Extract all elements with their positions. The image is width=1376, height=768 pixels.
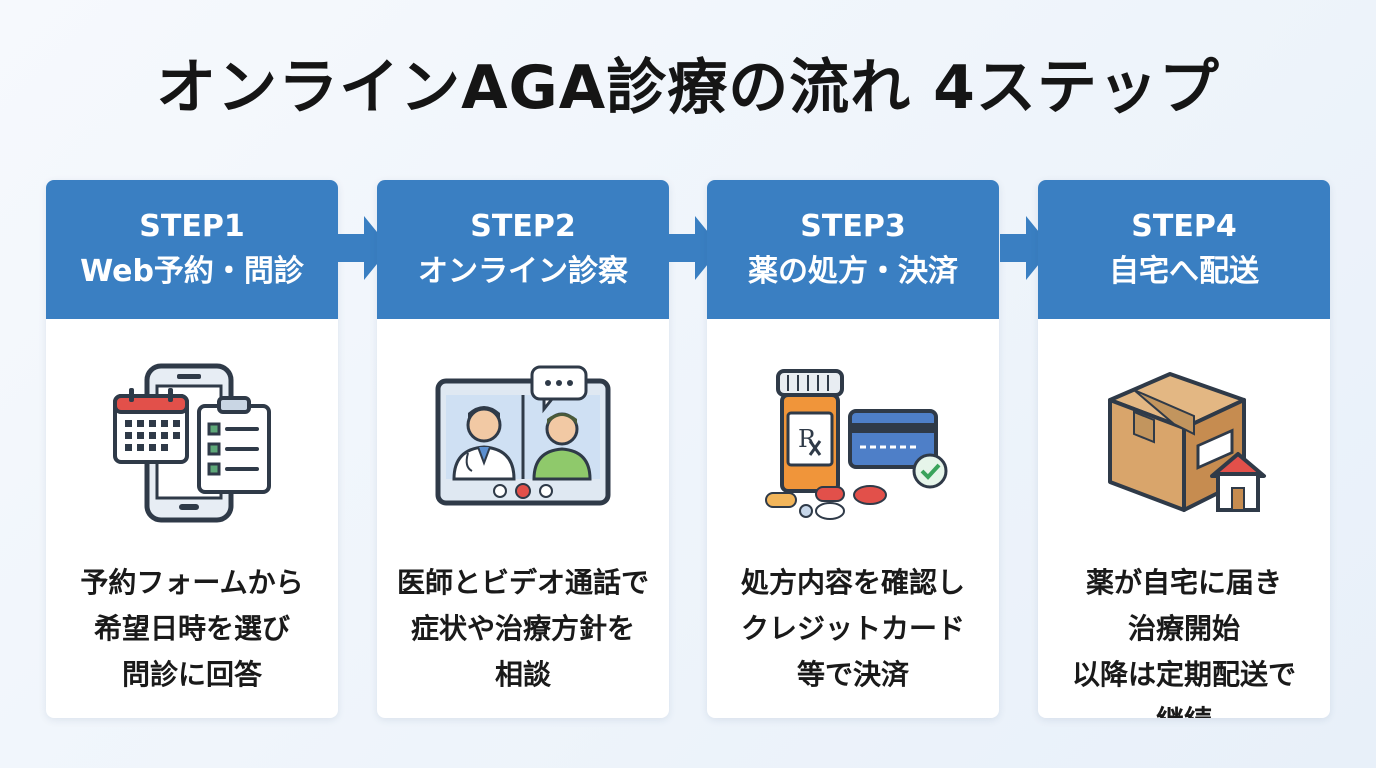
step-title: Web予約・問診 <box>80 253 304 289</box>
step-header-2: STEP2 オンライン診察 <box>377 180 669 319</box>
step-description: 薬が自宅に届き 治療開始 以降は定期配送で 継続 <box>1038 560 1330 718</box>
prescription-credit-card-icon: R <box>765 369 948 520</box>
step-description: 医師とビデオ通話で 症状や治療方針を 相談 <box>377 560 669 698</box>
desc-line: 以降は定期配送で <box>1071 658 1296 691</box>
phone-calendar-clipboard-icon <box>113 363 271 523</box>
step-card-2: STEP2 オンライン診察 <box>377 180 669 718</box>
step-title: 自宅へ配送 <box>1109 253 1259 289</box>
video-call-doctor-icon <box>435 365 611 506</box>
desc-line: 治療開始 <box>1127 612 1240 645</box>
desc-line: 予約フォームから <box>80 566 304 599</box>
desc-line: 問診に回答 <box>121 658 262 691</box>
desc-line: 相談 <box>494 658 551 691</box>
step-title: オンライン診察 <box>418 253 628 289</box>
desc-line: クレジットカード <box>740 612 965 645</box>
desc-line: 症状や治療方針を <box>410 612 635 645</box>
desc-line: 医師とビデオ通話で <box>396 566 649 599</box>
page-title: オンラインAGA診療の流れ 4ステップ <box>156 53 1220 123</box>
step-card-1: STEP1 Web予約・問診 <box>46 180 338 718</box>
step-number: STEP3 <box>800 208 906 244</box>
step-number: STEP4 <box>1131 208 1237 244</box>
package-home-icon <box>1108 372 1266 512</box>
desc-line: 処方内容を確認し <box>740 566 965 599</box>
step-description: 処方内容を確認し クレジットカード 等で決済 <box>707 560 999 698</box>
step-card-3: STEP3 薬の処方・決済 R <box>707 180 999 718</box>
desc-line: 薬が自宅に届き <box>1085 566 1282 599</box>
step-header-4: STEP4 自宅へ配送 <box>1038 180 1330 319</box>
desc-line: 等で決済 <box>796 658 909 691</box>
desc-line: 継続 <box>1038 698 1330 718</box>
step-header-1: STEP1 Web予約・問診 <box>46 180 338 319</box>
desc-line: 希望日時を選び <box>93 612 290 645</box>
step-title: 薬の処方・決済 <box>748 253 958 289</box>
step-number: STEP1 <box>139 208 245 244</box>
step-card-4: STEP4 自宅へ配送 薬が自宅に届き 治療開始 以降は定期配送で 継続 <box>1038 180 1330 718</box>
step-number: STEP2 <box>470 208 576 244</box>
step-header-3: STEP3 薬の処方・決済 <box>707 180 999 319</box>
step-description: 予約フォームから 希望日時を選び 問診に回答 <box>46 560 338 698</box>
